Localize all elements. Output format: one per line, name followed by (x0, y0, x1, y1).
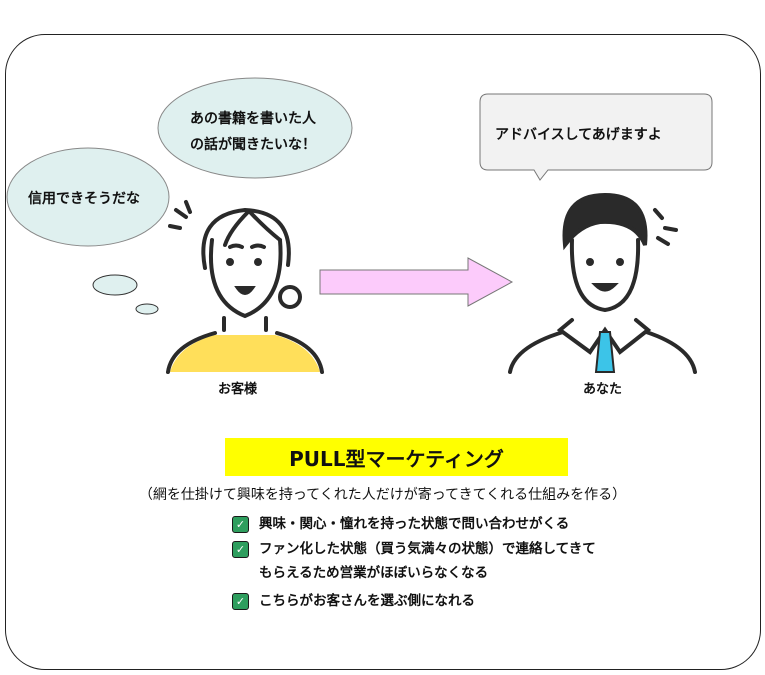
point-item: ✓ こちらがお客さんを選ぶ側になれる (232, 589, 475, 613)
point-text: 興味・関心・憧れを持った状態で問い合わせがくる (259, 516, 570, 532)
advice-speech: アドバイスしてあげますよ (495, 127, 662, 143)
you-figure (508, 192, 697, 374)
thought-dot-large (92, 274, 138, 296)
speech-bubble-advice (479, 93, 713, 181)
point-text: もらえるため営業がほぼいらなくなる (259, 565, 489, 581)
thought-line-1: あの書籍を書いた人 (190, 111, 316, 127)
thought-bubble-trust (6, 147, 170, 247)
book-author-thought: あの書籍を書いた人 の話が聞きたいな！ (190, 106, 316, 158)
diagram-frame (5, 34, 761, 670)
checkbox-icon: ✓ (232, 516, 249, 533)
point-item: ✓ 興味・関心・憧れを持った状態で問い合わせがくる (232, 512, 569, 536)
customer-figure (166, 200, 324, 374)
point-text: ファン化した状態（買う気満々の状態）で連絡してきて (259, 541, 596, 557)
page-title: PULL型マーケティング (225, 438, 568, 476)
trust-thought: 信用できそうだな (28, 191, 140, 207)
thought-dot-small (135, 303, 159, 315)
checkbox-icon: ✓ (232, 541, 249, 558)
point-item: ✓ ファン化した状態（買う気満々の状態）で連絡してきてもらえるため営業がほぼいら… (232, 537, 596, 585)
subtitle: （網を仕掛けて興味を持ってくれた人だけが寄ってきてくれる仕組みを作る） (138, 487, 627, 503)
point-text: こちらがお客さんを選ぶ側になれる (259, 593, 475, 609)
thought-line-2: の話が聞きたいな！ (190, 137, 316, 153)
arrow-right (319, 257, 514, 307)
you-label: あなた (583, 382, 623, 397)
checkbox-icon: ✓ (232, 593, 249, 610)
thought-bubble-book (157, 77, 353, 179)
customer-label: お客様 (218, 382, 258, 397)
